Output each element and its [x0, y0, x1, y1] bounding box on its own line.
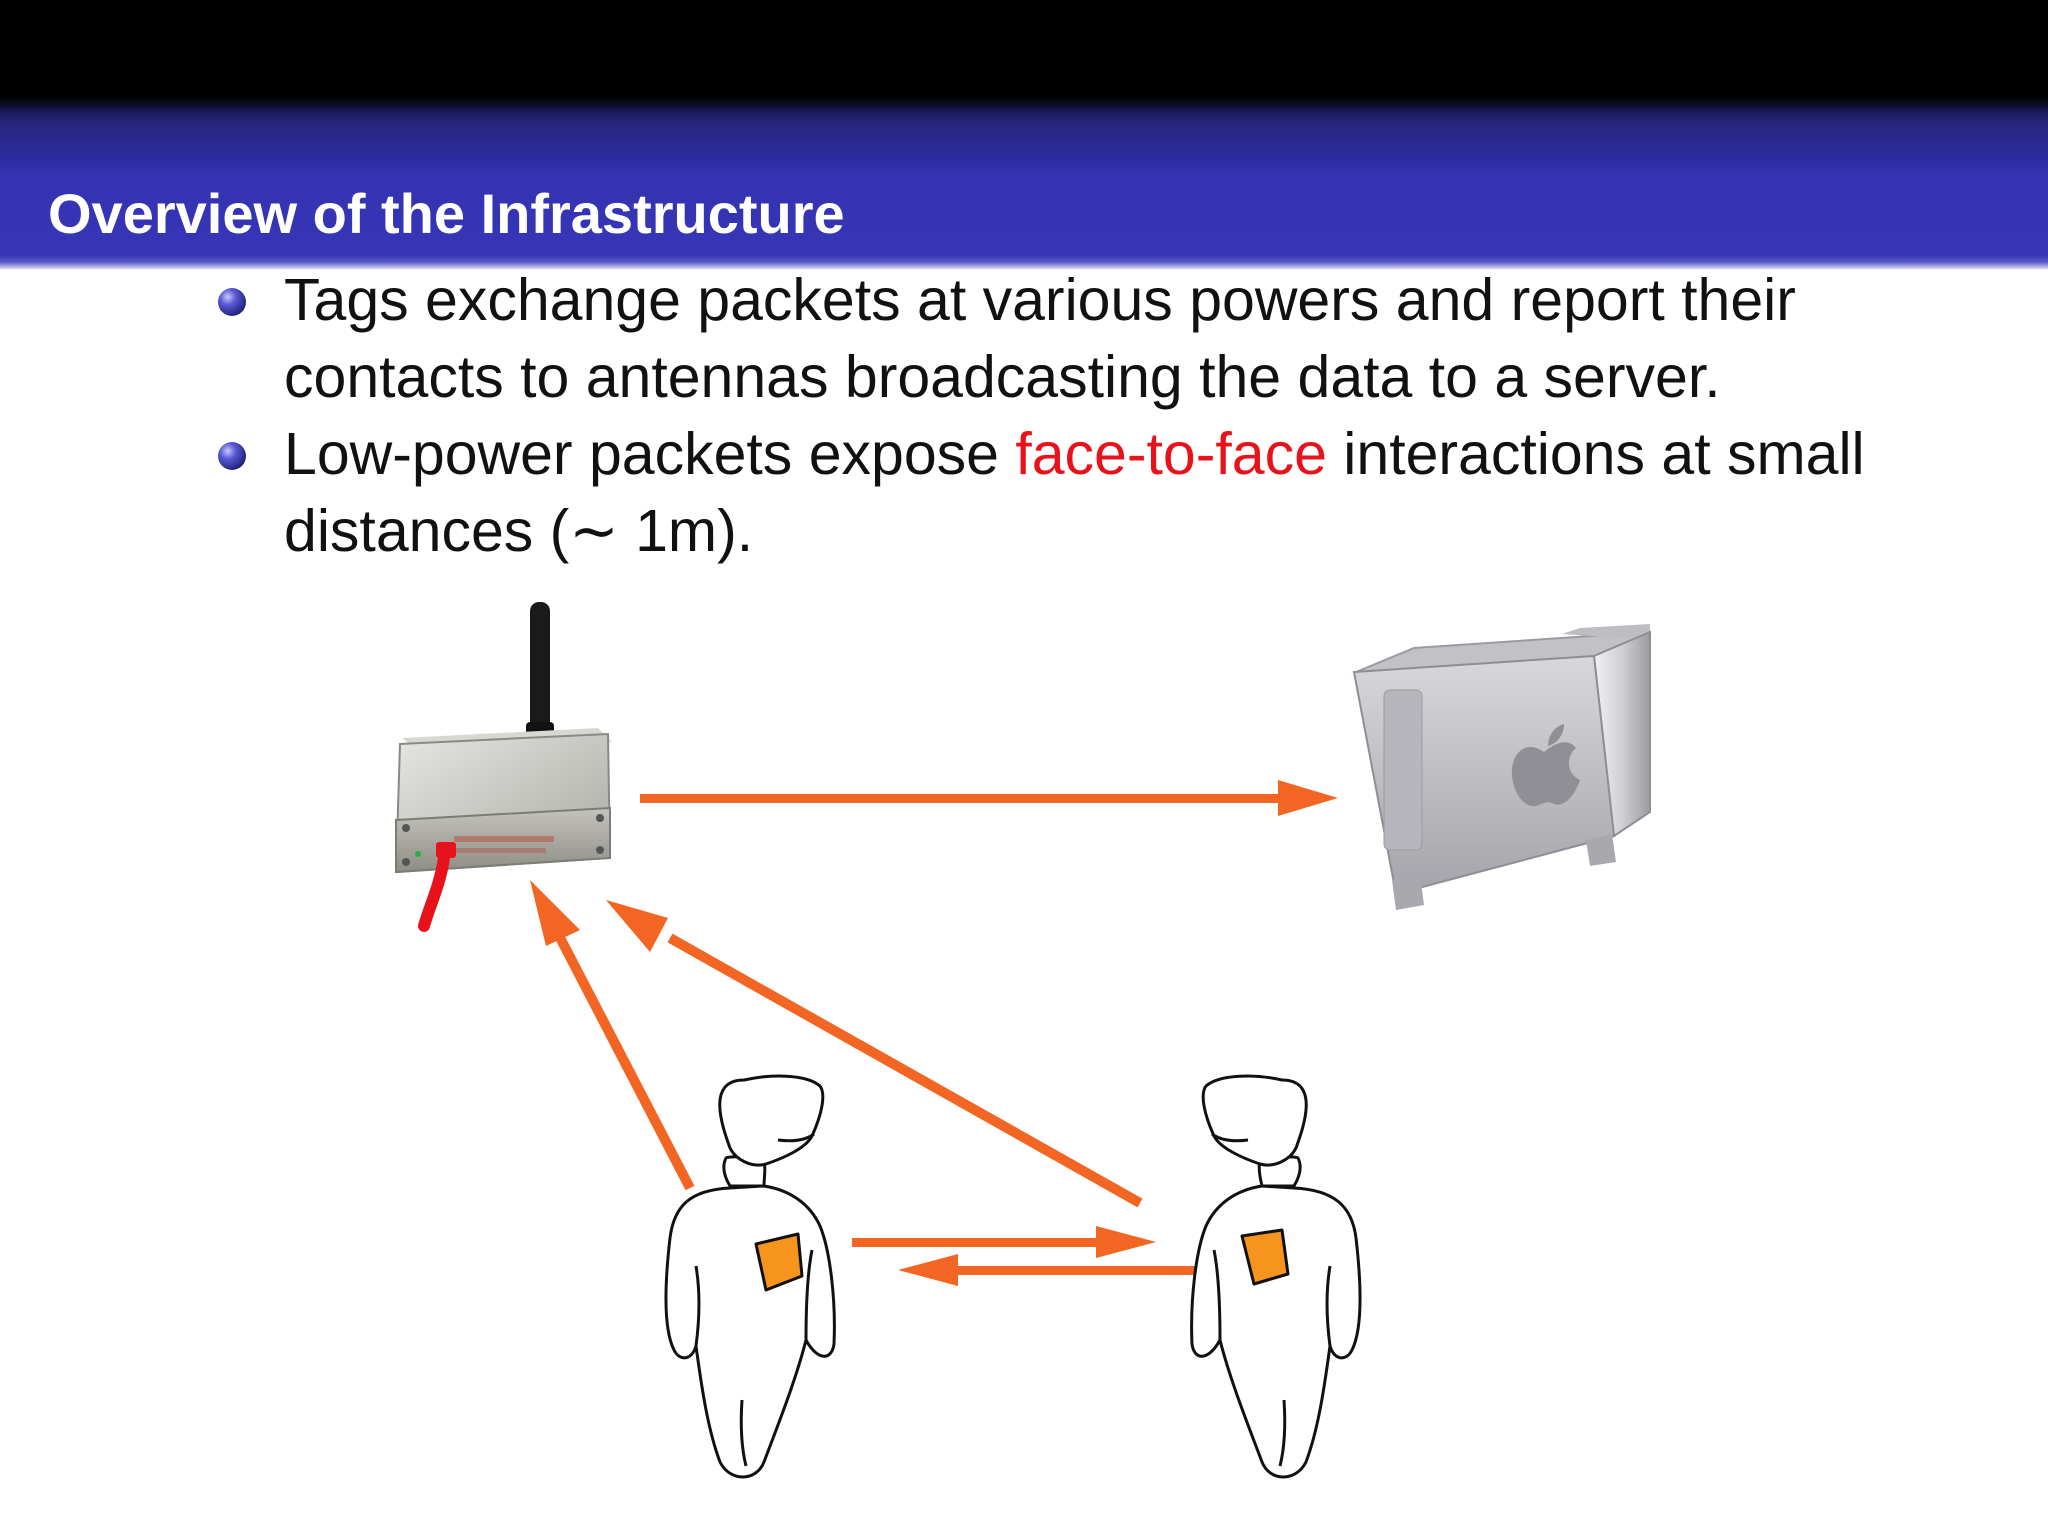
server-handle — [1562, 624, 1650, 640]
arrow-head — [1096, 1226, 1156, 1258]
screw-icon — [402, 858, 410, 866]
tag-icon — [754, 1232, 804, 1292]
apple-leaf-icon — [1548, 724, 1564, 746]
led-icon — [415, 851, 421, 857]
arrow-left-to-right — [852, 1238, 1102, 1247]
label-line — [454, 836, 554, 842]
screw-icon — [596, 846, 604, 854]
server-icon — [1352, 624, 1651, 910]
person-right-icon — [1190, 1074, 1362, 1479]
antenna-rod — [530, 602, 550, 744]
bullet-ball-icon — [218, 442, 246, 470]
arrow-head — [606, 900, 668, 952]
arrow-right-to-left — [954, 1266, 1198, 1275]
arrow-right-person-to-reader — [667, 933, 1143, 1208]
bullet-list: Tags exchange packets at various powers … — [218, 262, 1918, 570]
arrow-head — [1278, 780, 1338, 816]
arrow-reader-to-server — [640, 794, 1280, 803]
apple-logo-icon — [1511, 742, 1580, 807]
arrows — [530, 780, 1338, 1286]
arrow-left-person-to-reader — [550, 925, 695, 1191]
bullet-text-continued: interactions at small distances (∼ 1m). — [284, 421, 1865, 564]
server-foot — [1586, 834, 1616, 866]
slide-header-bar — [0, 0, 2048, 270]
infrastructure-diagram — [394, 602, 1651, 1479]
slide-title: Overview of the Infrastructure — [48, 182, 845, 245]
bullet-ball-icon — [218, 288, 246, 316]
highlighted-term: face-to-face — [1015, 421, 1327, 487]
antenna-reader-icon — [394, 602, 612, 932]
bullet-item: Tags exchange packets at various powers … — [218, 262, 1918, 416]
arrow-head — [898, 1254, 958, 1286]
bullet-item: Low-power packets expose face-to-face in… — [218, 416, 1918, 570]
bullet-text: Tags exchange packets at various powers … — [284, 267, 1796, 410]
screw-icon — [596, 814, 604, 822]
person-left-icon — [664, 1074, 836, 1479]
screw-icon — [402, 824, 410, 832]
server-foot — [1392, 875, 1424, 910]
server-handle-front — [1383, 689, 1423, 851]
arrow-head — [530, 880, 580, 946]
cable-icon — [418, 852, 450, 932]
tag-icon — [1240, 1228, 1290, 1286]
label-line — [454, 848, 546, 853]
bullet-text: Low-power packets expose — [284, 421, 1016, 487]
